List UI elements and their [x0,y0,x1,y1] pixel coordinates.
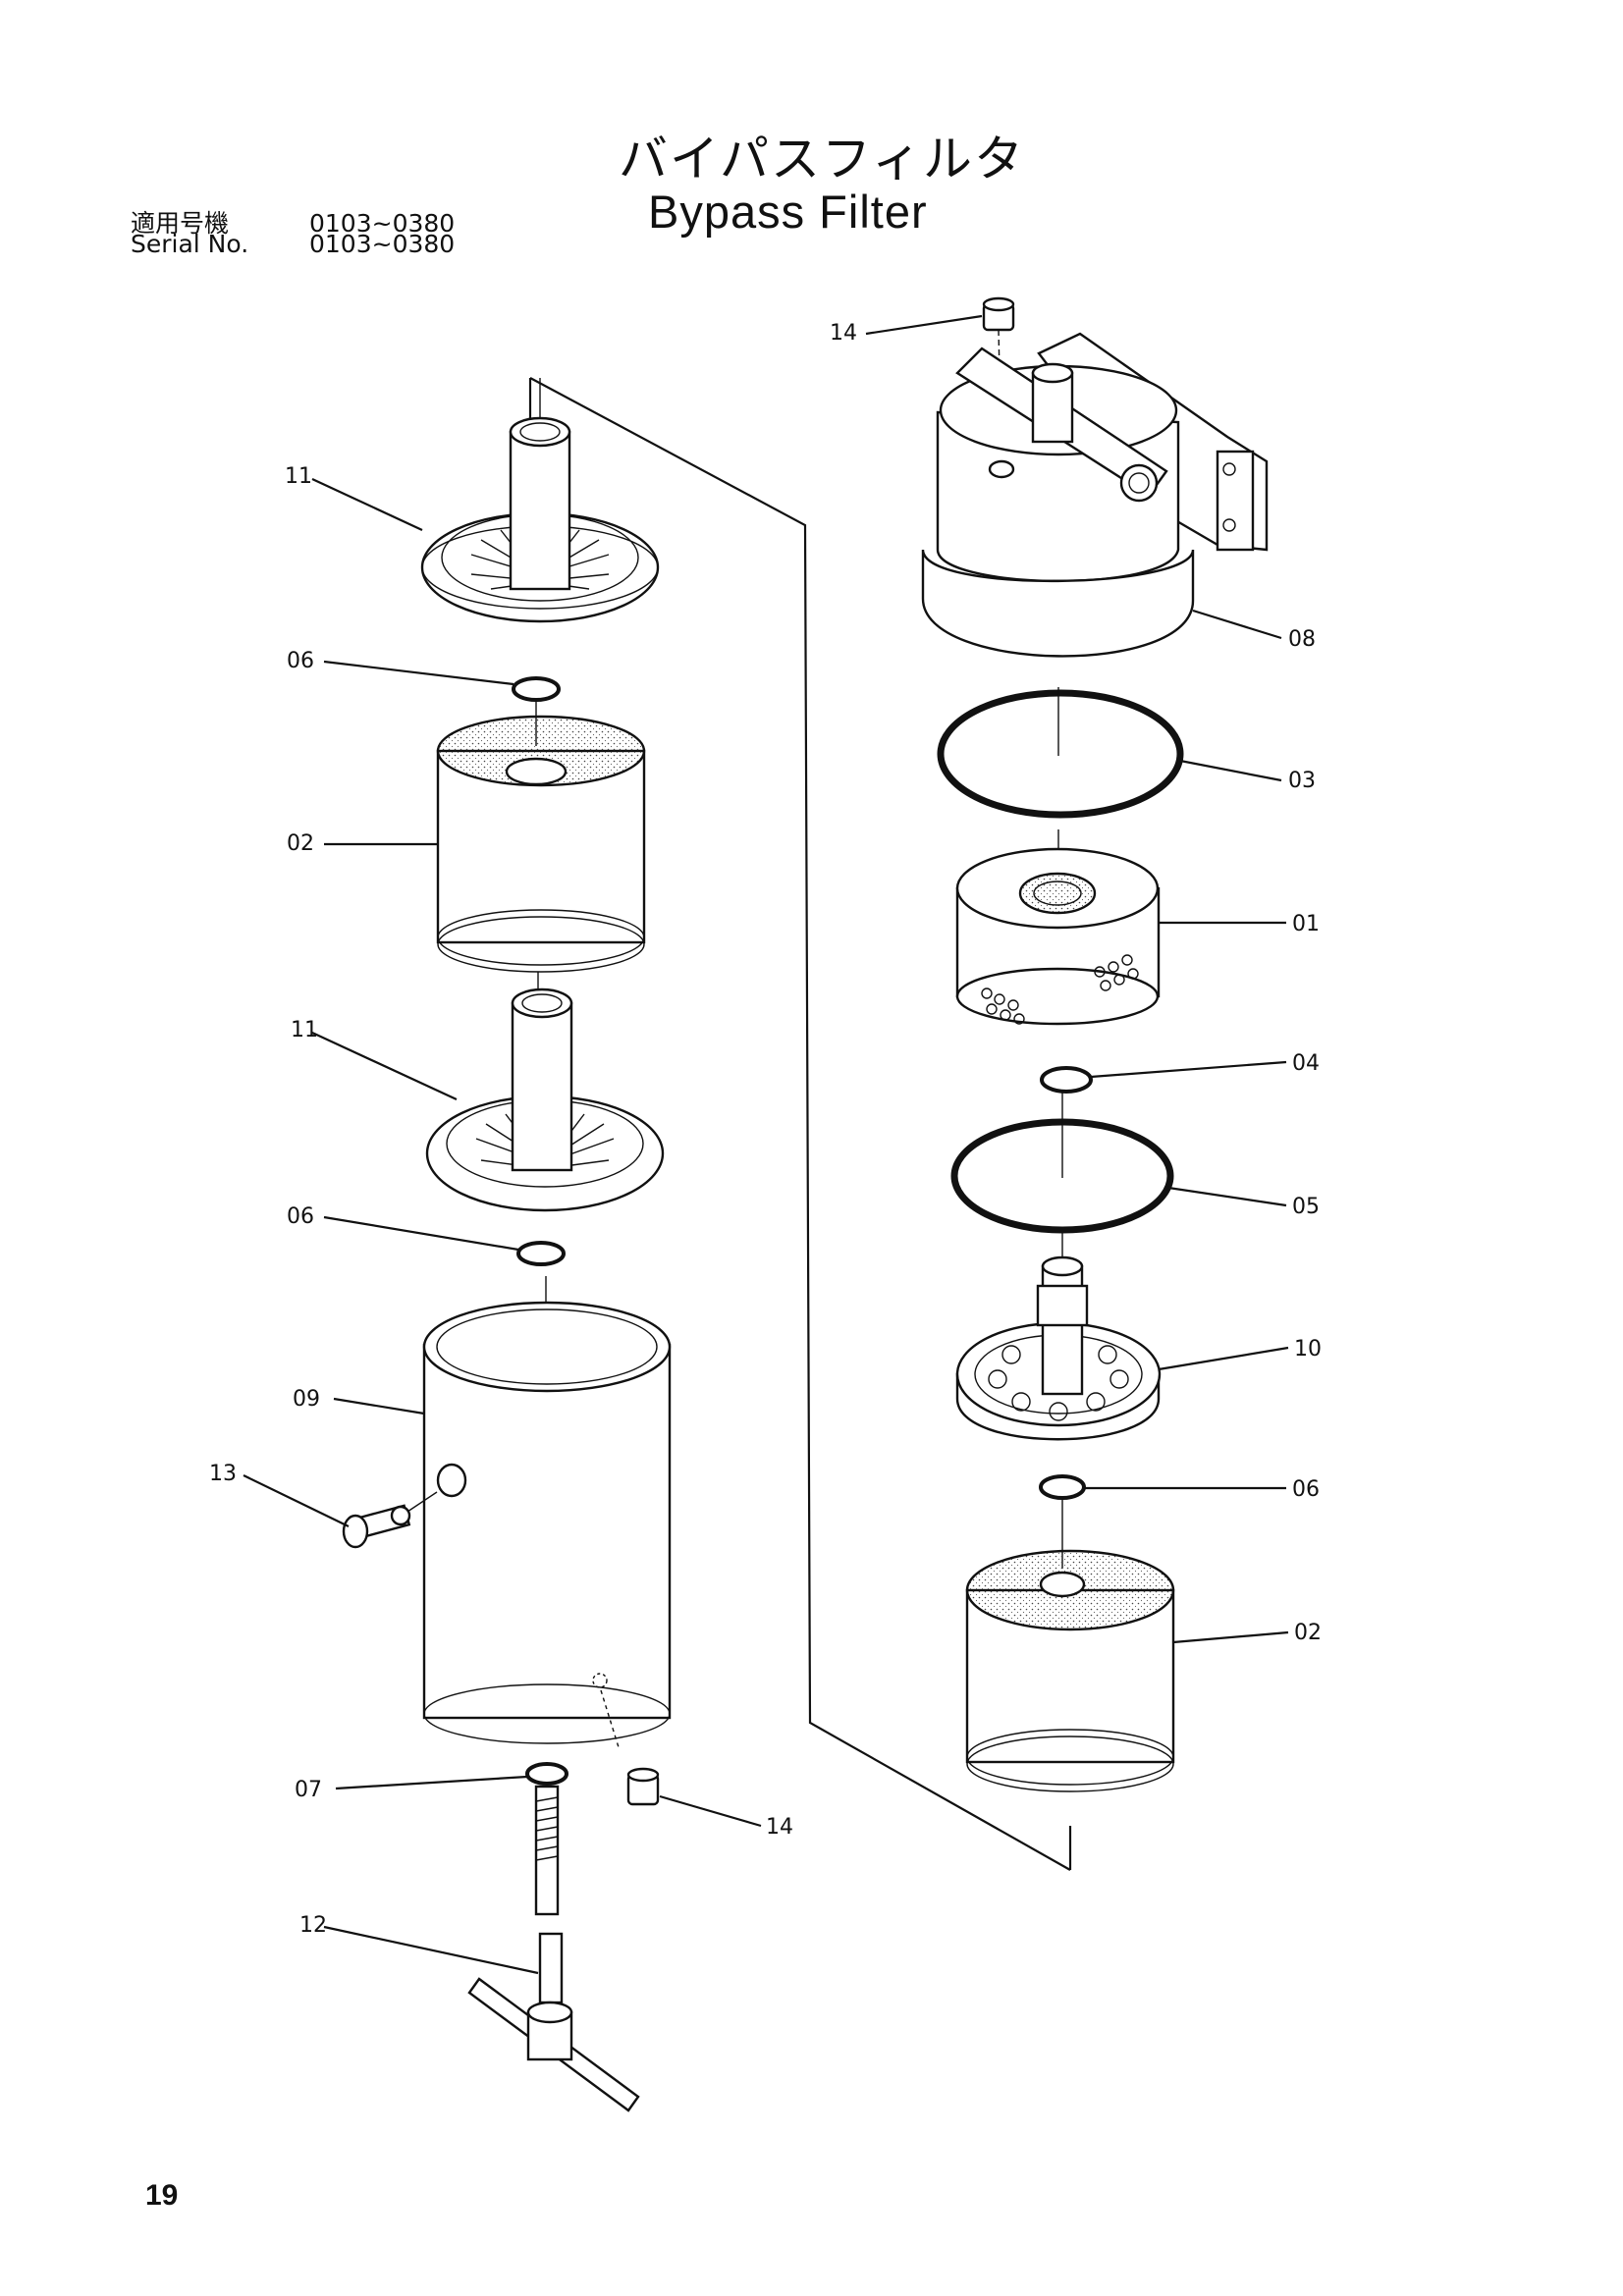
filter-element-01 [955,847,1161,1026]
callout-11-middle: 11 [291,1018,318,1042]
t-bolt-12 [467,1785,640,2112]
filter-element-02-right [965,1549,1175,1792]
callout-01: 01 [1292,912,1320,936]
serial-jp-label: 適用号機 [131,209,230,238]
callout-08: 08 [1288,627,1316,652]
callout-12: 12 [299,1913,327,1938]
callout-06-top: 06 [287,649,314,673]
serial-en-label: Serial No. [131,230,249,258]
callout-09: 09 [293,1387,320,1412]
callout-04: 04 [1292,1051,1320,1076]
filter-head-08 [921,332,1269,658]
air-bleed-plug-14 [982,296,1015,462]
callout-06-right: 06 [1292,1477,1320,1502]
o-ring-03 [937,689,1184,819]
callout-07: 07 [295,1778,322,1802]
o-ring-04 [1040,1066,1093,1094]
callout-13: 13 [209,1462,237,1486]
callout-11-top: 11 [285,464,312,489]
spring-seat-10 [955,1255,1162,1441]
o-ring-06-top [512,676,561,702]
filter-case-09 [422,1301,672,1748]
element-holder-top [420,378,660,623]
callout-14-left: 14 [766,1815,793,1840]
callout-05: 05 [1292,1195,1320,1219]
serial-en-value: 0103~0380 [309,230,456,258]
o-ring-06-middle [516,1241,566,1266]
callout-03: 03 [1288,769,1316,793]
callout-02-left: 02 [287,831,314,856]
o-ring-07 [525,1762,568,1786]
callout-06-middle: 06 [287,1204,314,1229]
assembly-bracket-line [529,377,1071,1871]
title-english: Bypass Filter [648,186,928,238]
element-holder-middle [425,972,665,1212]
page-number: 19 [145,2179,179,2212]
drain-plug-14-left [626,1767,660,1806]
callout-10: 10 [1294,1337,1322,1362]
serial-jp-row: 適用号機 0103~0380 [131,204,455,240]
callout-02-right: 02 [1294,1621,1322,1645]
o-ring-06-right [1039,1474,1086,1500]
serial-jp-value: 0103~0380 [309,209,456,238]
title-japanese: バイパスフィルタ [619,131,1025,187]
filter-element-02-left [436,715,646,973]
callout-14-right: 14 [830,321,857,346]
serial-en-row: Serial No. 0103~0380 [131,230,455,258]
drain-cock-13 [342,1491,438,1549]
